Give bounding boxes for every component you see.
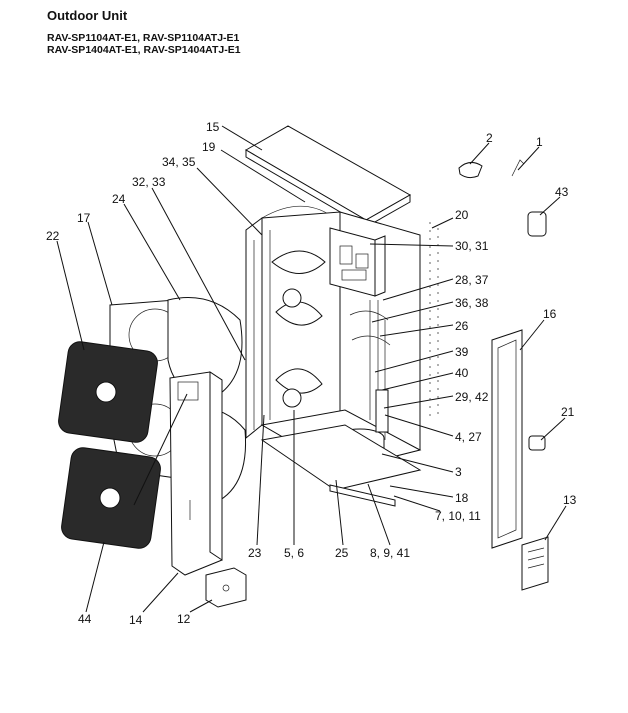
- label-32-33: 32, 33: [132, 175, 166, 189]
- front-grille: [58, 341, 161, 549]
- label-12: 12: [177, 612, 191, 626]
- label-28-37: 28, 37: [455, 273, 489, 287]
- label-22: 22: [46, 229, 60, 243]
- label-25: 25: [335, 546, 349, 560]
- label-19: 19: [202, 140, 216, 154]
- label-14: 14: [129, 613, 143, 627]
- label-4-27: 4, 27: [455, 430, 482, 444]
- side-fin-guard: [429, 222, 439, 420]
- model-list-line-1: RAV-SP1104AT-E1, RAV-SP1104ATJ-E1: [47, 32, 240, 44]
- fan-motor-assembly: [271, 250, 326, 408]
- bracket: [205, 567, 247, 608]
- label-29-42: 29, 42: [455, 390, 489, 404]
- electrical-box: [329, 227, 386, 297]
- label-1: 1: [536, 135, 543, 149]
- label-5-6: 5, 6: [284, 546, 304, 560]
- label-23: 23: [248, 546, 262, 560]
- label-16: 16: [543, 307, 557, 321]
- label-24: 24: [112, 192, 126, 206]
- label-13: 13: [563, 493, 577, 507]
- label-40: 40: [455, 366, 469, 380]
- label-34-35: 34, 35: [162, 155, 196, 169]
- label-7-10-11: 7, 10, 11: [435, 509, 481, 523]
- diagram-title: Outdoor Unit: [47, 8, 128, 23]
- model-list-line-2: RAV-SP1404AT-E1, RAV-SP1404ATJ-E1: [47, 44, 241, 56]
- front-panel: [169, 371, 223, 576]
- base-plate: [260, 424, 422, 507]
- leader-lines: [56, 125, 567, 613]
- label-8-9-41: 8, 9, 41: [370, 546, 410, 560]
- label-18: 18: [455, 491, 469, 505]
- side-panel: [491, 329, 523, 549]
- label-15: 15: [206, 120, 220, 134]
- label-43: 43: [555, 185, 569, 199]
- label-17: 17: [77, 211, 91, 225]
- small-parts: [458, 159, 549, 591]
- label-44: 44: [78, 612, 92, 626]
- label-20: 20: [455, 208, 469, 222]
- label-3: 3: [455, 465, 462, 479]
- label-39: 39: [455, 345, 469, 359]
- label-21: 21: [561, 405, 575, 419]
- label-26: 26: [455, 319, 469, 333]
- label-30-31: 30, 31: [455, 239, 489, 253]
- label-36-38: 36, 38: [455, 296, 489, 310]
- part-labels: 15 2 1 19 34, 35 43 32, 33 20 17 24 22 3…: [46, 120, 577, 627]
- top-panel: [245, 125, 412, 228]
- label-2: 2: [486, 131, 493, 145]
